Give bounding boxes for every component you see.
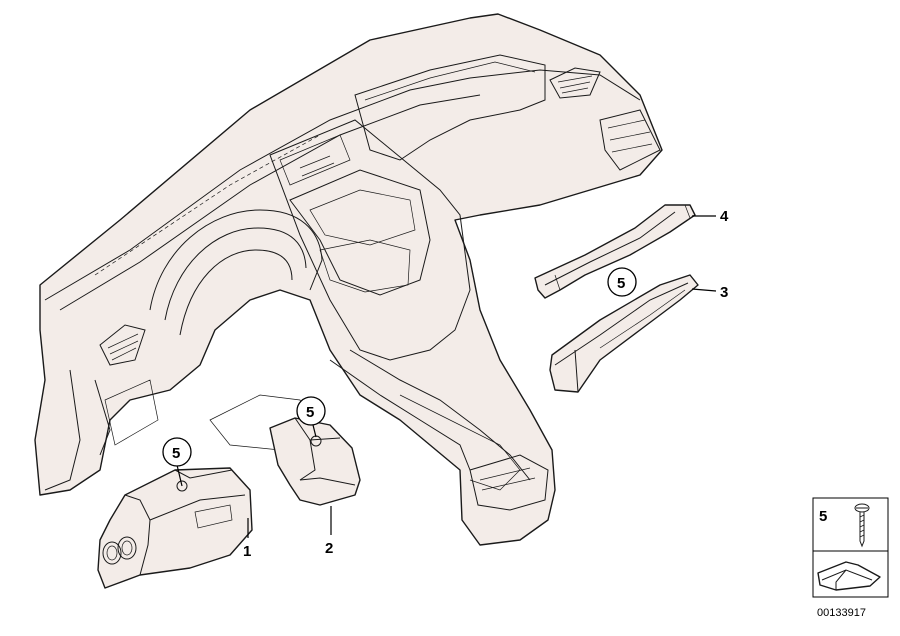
callout-4-label: 4 — [720, 208, 729, 225]
sheet-material-icon — [817, 561, 881, 591]
callout-5-left-label: 5 — [172, 445, 180, 462]
legend-item-number: 5 — [819, 508, 827, 525]
document-number: 00133917 — [817, 607, 866, 619]
callout-1-label: 1 — [243, 543, 251, 560]
part-4-air-duct — [534, 204, 696, 299]
screw-icon — [854, 503, 870, 548]
part-3-air-duct — [549, 274, 699, 393]
part-1-air-duct — [97, 467, 253, 589]
callout-5-center-label: 5 — [306, 404, 314, 421]
callout-2: 2 — [325, 506, 333, 557]
callout-1: 1 — [243, 518, 251, 560]
callout-5-left: 5 — [162, 437, 192, 487]
callout-3-label: 3 — [720, 284, 728, 301]
callout-5-right: 5 — [607, 267, 637, 297]
callout-5-center: 5 — [296, 396, 326, 438]
callout-3: 3 — [691, 284, 728, 301]
legend-panel: 5 — [812, 497, 889, 598]
callout-5-right-label: 5 — [617, 275, 625, 292]
callout-2-label: 2 — [325, 540, 333, 557]
callout-4: 4 — [692, 208, 729, 225]
